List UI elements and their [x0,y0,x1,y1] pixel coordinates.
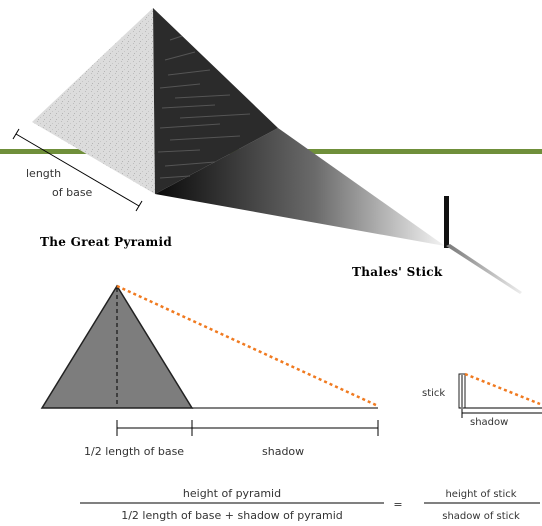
pyramid-texture [157,35,251,179]
shadow-label: shadow [262,445,304,458]
measurement-bracket [116,420,379,436]
stick-label: stick [422,388,445,399]
stick-bracket [461,409,542,418]
stick-diagram-fill [461,375,463,407]
thales-stick [444,196,449,248]
formula-right-numerator: height of stick [445,489,516,500]
half-base-label: 1/2 length of base [84,445,184,458]
sun-ray-stick [464,372,541,406]
formula-left-denominator: 1/2 length of base + shadow of pyramid [121,509,343,522]
pyramid-light-face [32,8,155,194]
formula-equals: = [393,498,402,511]
formula-right-denominator: shadow of stick [442,511,520,522]
formula-left-numerator: height of pyramid [183,487,281,500]
thales-stick-title: Thales' Stick [352,265,443,279]
great-pyramid-title: The Great Pyramid [40,235,172,249]
stick-shadow [446,244,522,294]
length-of-base-label-2: of base [52,186,93,199]
stick-shadow-label: shadow [470,417,508,428]
length-of-base-dimension [12,128,143,212]
pyramid-shadow [155,128,445,246]
length-of-base-label-1: length [26,167,61,180]
